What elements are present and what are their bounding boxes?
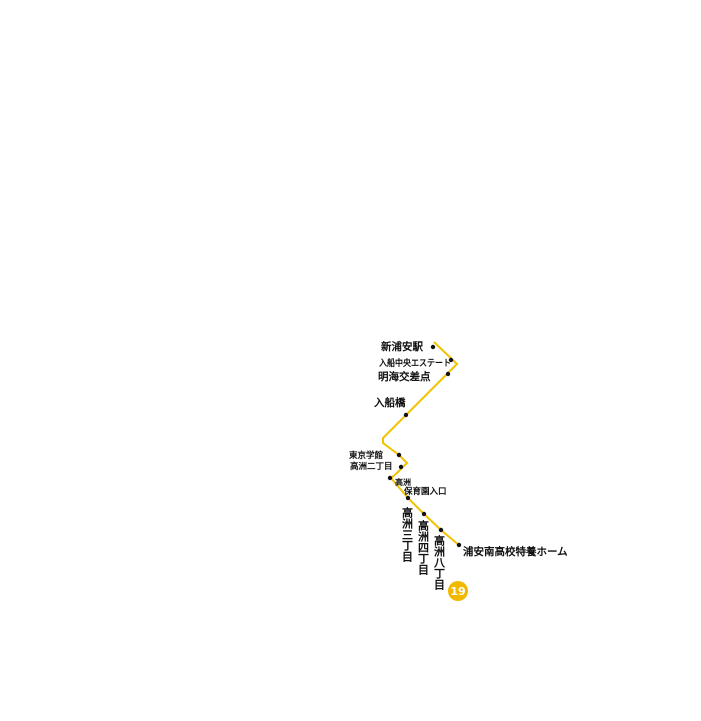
route-number: 19	[450, 585, 465, 598]
stop-dot-hoikuen-iriguchi[interactable]	[405, 495, 411, 501]
label-takasu-4: 高洲四丁目	[417, 519, 430, 576]
stop-dot-urayasu-minami[interactable]	[456, 542, 462, 548]
stop-dot-takasu-3[interactable]	[421, 511, 427, 517]
stop-dot-irifune-chuo[interactable]	[448, 357, 454, 363]
stop-dot-shin-urayasu[interactable]	[430, 344, 436, 350]
label-takasu-8: 高洲八丁目	[433, 534, 447, 591]
label-takasu-a: 高洲	[395, 477, 411, 487]
label-urayasu-minami: 浦安南高校特養ホーム	[463, 545, 568, 558]
label-hoikuen-iriguchi: 保育園入口	[403, 486, 447, 497]
stop-dot-takasu-2[interactable]	[398, 464, 404, 470]
label-meikai-kosaten: 明海交差点	[378, 370, 431, 383]
label-takasu-3: 高洲三丁目	[401, 506, 414, 563]
label-takasu-2: 高洲二丁目	[350, 461, 393, 472]
stop-dot-takasu-4[interactable]	[438, 527, 444, 533]
stop-dots	[387, 344, 462, 548]
label-tokyo-gakkan: 東京学館	[349, 450, 384, 461]
label-irifune-chuo: 入船中央エステート	[378, 357, 451, 369]
route-number-badge[interactable]: 19	[448, 581, 468, 601]
label-shin-urayasu: 新浦安駅	[381, 340, 423, 353]
label-irifune-bashi: 入船橋	[374, 396, 406, 409]
stop-dot-irifune-bashi[interactable]	[403, 412, 409, 418]
stop-dot-tokyo-gakkan[interactable]	[396, 452, 402, 458]
stop-dot-takasu-a[interactable]	[387, 475, 393, 481]
stop-dot-meikai-kosaten[interactable]	[445, 371, 451, 377]
route-badge-circle	[448, 581, 468, 601]
